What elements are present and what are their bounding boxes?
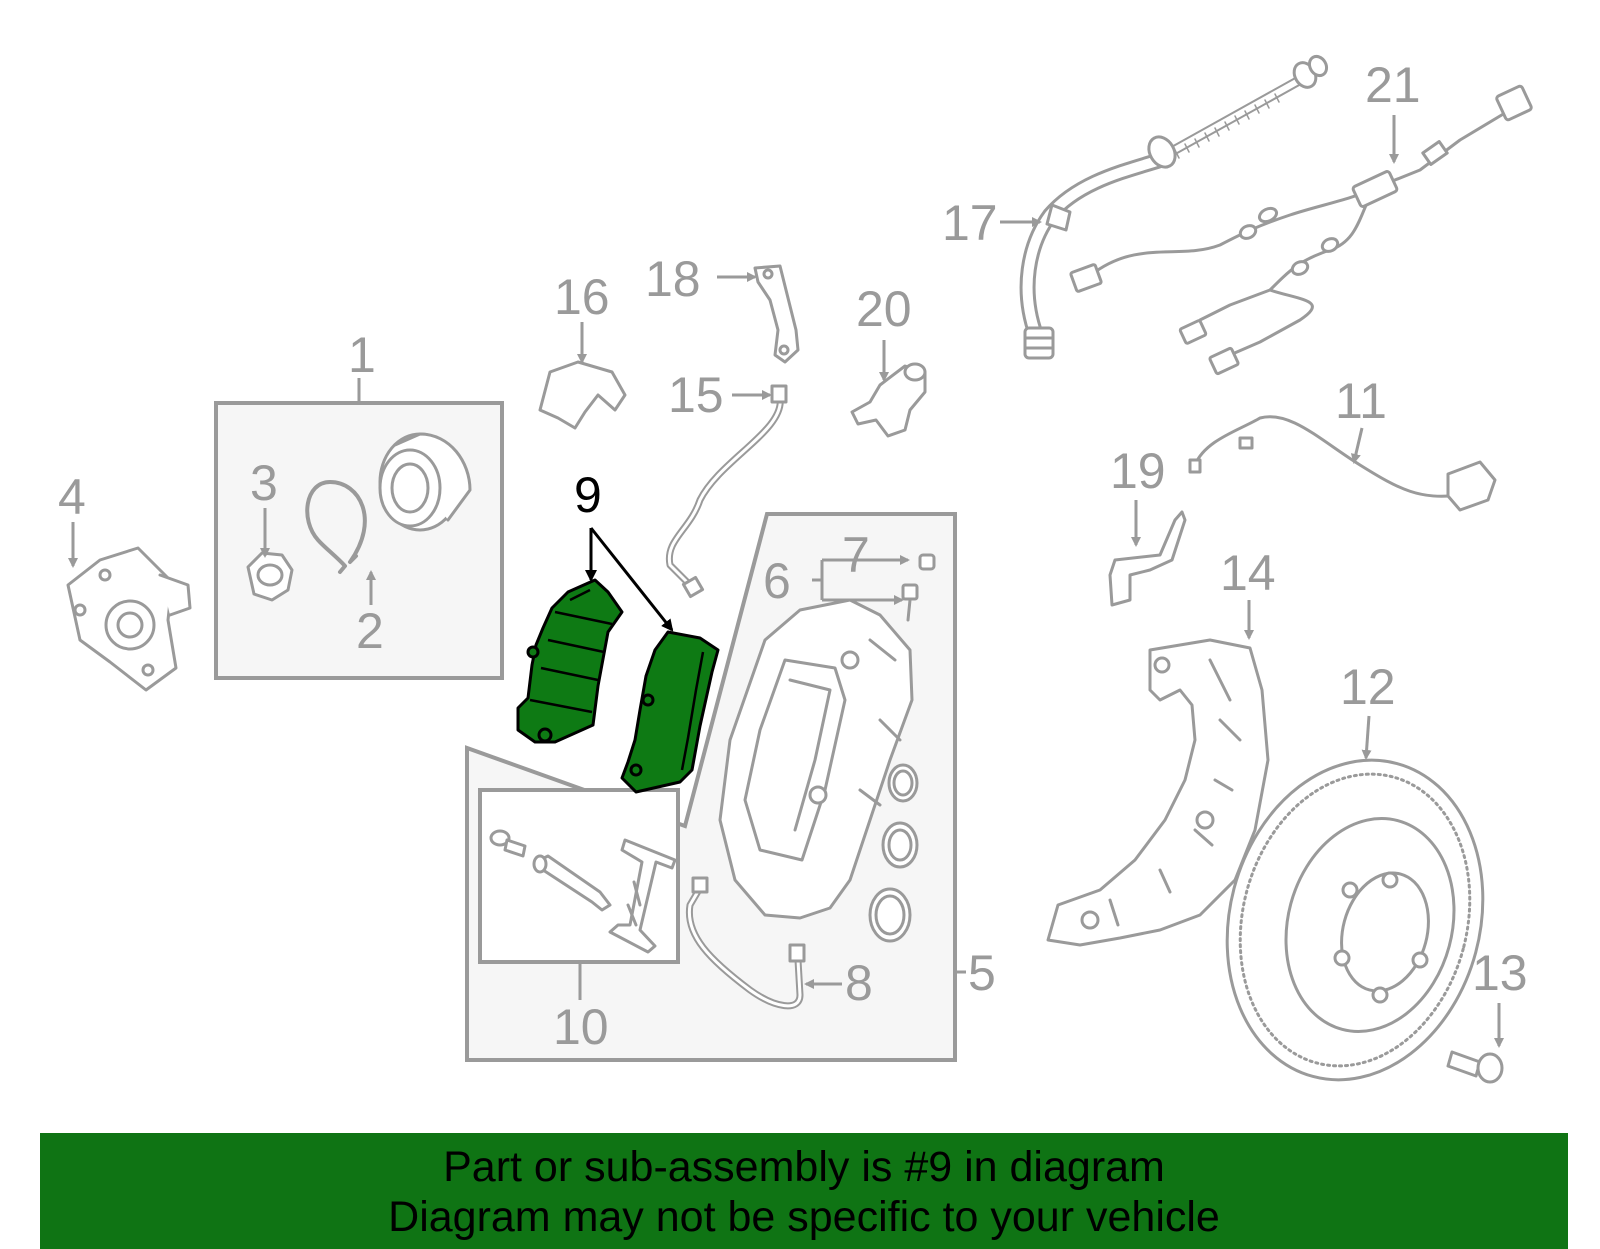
bleeder-cap[interactable] xyxy=(918,553,936,571)
abs-speed-sensor[interactable] xyxy=(850,362,927,438)
callout-15: 15 xyxy=(668,367,724,423)
pad-hardware-kit[interactable] xyxy=(489,829,677,954)
rotor-bolt[interactable] xyxy=(1446,1050,1504,1084)
callout-11: 11 xyxy=(1335,373,1387,429)
axle-nut[interactable] xyxy=(246,551,294,602)
wheel-hub[interactable] xyxy=(66,546,192,692)
brake-caliper[interactable] xyxy=(718,598,914,920)
sensor-clip[interactable] xyxy=(1108,510,1187,607)
wheel-bearing[interactable] xyxy=(378,432,472,532)
callout-1: 1 xyxy=(348,327,376,383)
bleeder-screw[interactable] xyxy=(901,583,919,622)
brake-pad-outer[interactable] xyxy=(620,630,720,794)
leader-11 xyxy=(1350,427,1364,464)
callout-17: 17 xyxy=(942,195,998,251)
callout-5: 5 xyxy=(968,945,996,1001)
callout-18: 18 xyxy=(645,251,701,307)
leader-6 xyxy=(812,560,824,600)
callout-21: 21 xyxy=(1365,57,1421,113)
leader-9b xyxy=(589,527,674,632)
brake-hose[interactable] xyxy=(1019,53,1330,360)
callout-9: 9 xyxy=(574,467,602,523)
callout-3: 3 xyxy=(250,455,278,511)
brake-rotor[interactable] xyxy=(1192,731,1517,1109)
callout-20: 20 xyxy=(856,281,912,337)
info-banner: Part or sub-assembly is #9 in diagram Di… xyxy=(40,1133,1568,1249)
callout-10: 10 xyxy=(553,999,609,1055)
callout-16: 16 xyxy=(554,269,610,325)
snap-ring[interactable] xyxy=(305,480,367,574)
banner-line-2: Diagram may not be specific to your vehi… xyxy=(388,1193,1220,1241)
brake-pad-inner[interactable] xyxy=(516,578,624,744)
hose-bracket[interactable] xyxy=(753,264,800,364)
callout-14: 14 xyxy=(1220,545,1276,601)
callout-12: 12 xyxy=(1340,659,1396,715)
sensor-wiring-harness[interactable] xyxy=(1069,84,1533,376)
splash-shield-small[interactable] xyxy=(538,360,627,430)
brake-wear-sensor[interactable] xyxy=(1188,415,1497,512)
callout-2: 2 xyxy=(356,603,384,659)
callout-13: 13 xyxy=(1472,945,1528,1001)
brake-splash-shield[interactable] xyxy=(1046,638,1270,947)
leader-12 xyxy=(1361,715,1372,760)
callout-8: 8 xyxy=(845,955,873,1011)
callout-7: 7 xyxy=(842,527,870,583)
banner-line-1: Part or sub-assembly is #9 in diagram xyxy=(443,1143,1165,1191)
callout-19: 19 xyxy=(1110,443,1166,499)
callout-6: 6 xyxy=(763,553,791,609)
callout-4: 4 xyxy=(58,469,86,525)
